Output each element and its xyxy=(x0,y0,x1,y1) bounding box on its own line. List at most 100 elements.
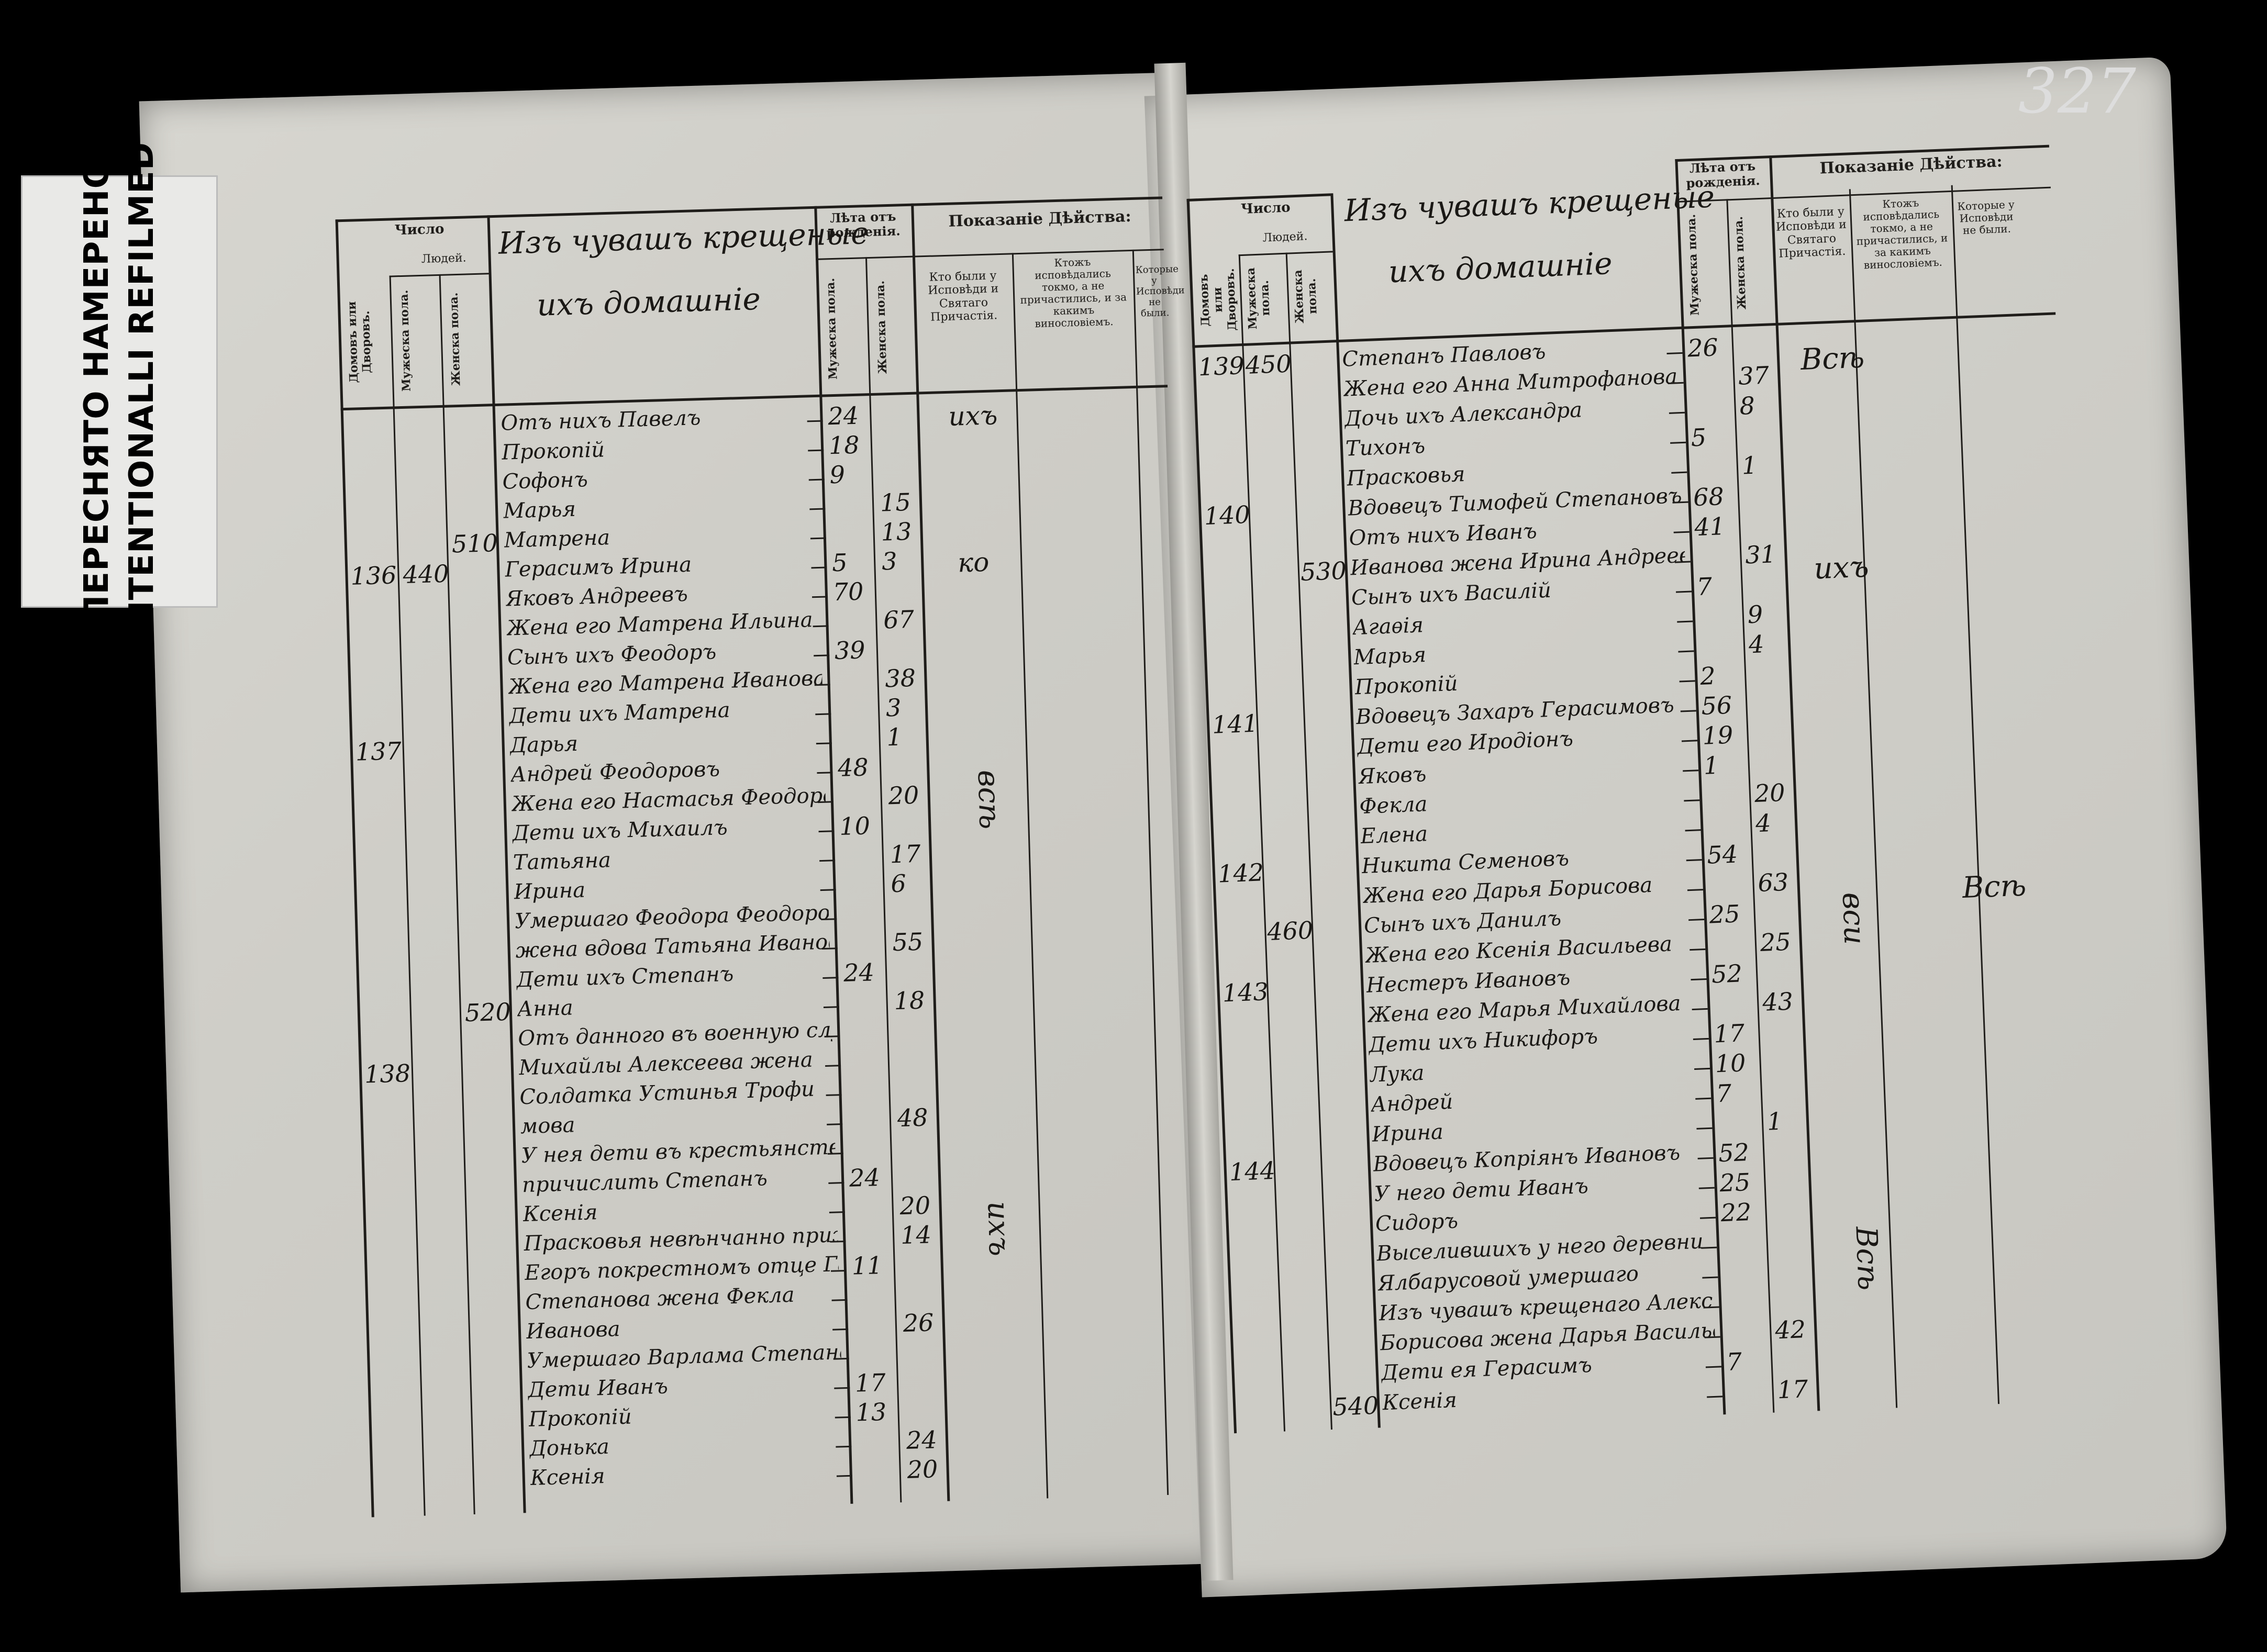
right-entry-name: Ксенія xyxy=(1382,1388,1458,1415)
right-entry-name: Агаѳія xyxy=(1352,613,1424,640)
left-female-count: 520 xyxy=(464,997,512,1028)
left-entry-name: Степанова жена Фекла xyxy=(525,1282,795,1315)
right-entry-name: Вдовецъ Тимофей Степановъ xyxy=(1347,484,1683,521)
left-entry-name: Жена его Матрена Иванова xyxy=(507,666,823,699)
left-entry-name: причислить Степанъ xyxy=(521,1166,768,1198)
right-register-table: Число Людей. Домовъ или Дворовъ. Мужеска… xyxy=(1186,144,2098,1444)
left-entry-name: Герасимъ Ирина xyxy=(504,552,692,582)
left-age-female: 15 xyxy=(880,487,912,517)
right-entry-name: Жена его Анна Митрофанова xyxy=(1342,364,1678,401)
right-age-male: 54 xyxy=(1706,840,1738,869)
left-entry-name: Прокопій xyxy=(501,438,605,465)
right-age-female: 43 xyxy=(1762,987,1794,1017)
left-entry-name: Умершаго Феодора Феодорова xyxy=(514,900,829,934)
left-entry-name: Дети ихъ Матрена xyxy=(508,698,731,729)
left-age-female: 6 xyxy=(890,869,907,898)
right-age-male: 7 xyxy=(1696,572,1713,601)
left-mark-3: всѣ xyxy=(971,769,1007,830)
left-house-number: 138 xyxy=(364,1059,411,1089)
right-entry-name: Жена его Дарья Борисова xyxy=(1362,873,1653,909)
left-entry-name: Михайлы Алексеева жена xyxy=(518,1047,814,1080)
right-header-muzh2: Мужеска пола. xyxy=(1684,213,1702,316)
right-entry-name: Жена его Марья Михайлова xyxy=(1366,991,1682,1028)
left-age-female: 13 xyxy=(880,517,912,546)
right-entry-name: Никита Семеновъ xyxy=(1361,846,1570,879)
left-entry-name: Ксенія xyxy=(523,1200,598,1227)
right-female-count: 530 xyxy=(1300,556,1347,587)
refilm-label: ПЕРЕСНЯТО НАМЕРЕНО INTENTIONALLI REFILME… xyxy=(21,142,218,641)
left-age-female: 24 xyxy=(906,1425,938,1455)
right-entry-name: Степанъ Павловъ xyxy=(1341,339,1547,372)
right-entry-dash xyxy=(1668,382,1684,384)
right-header-domov: Домовъ или Дворовъ. xyxy=(1197,267,1239,331)
right-entry-dash xyxy=(1686,859,1702,862)
right-house-number: 141 xyxy=(1212,709,1259,739)
left-entry-name: Прасковья невѣнчанно прижитое xyxy=(523,1223,838,1256)
right-entry-dash xyxy=(1705,1366,1721,1368)
right-age-male: 41 xyxy=(1694,511,1726,542)
right-house-number: 140 xyxy=(1203,500,1251,531)
right-entry-dash xyxy=(1702,1276,1718,1279)
right-entry-dash xyxy=(1670,441,1686,444)
right-entry-dash xyxy=(1692,1008,1708,1011)
left-mark-2: ко xyxy=(957,546,990,578)
right-entry-dash xyxy=(1707,1396,1723,1398)
right-entry-name: Выселившихъ у него деревни xyxy=(1376,1229,1704,1266)
right-entry-dash xyxy=(1695,1097,1712,1100)
right-entry-dash xyxy=(1704,1336,1720,1338)
left-house-number: 136 xyxy=(350,561,397,590)
right-entry-dash xyxy=(1703,1306,1719,1309)
right-entry-dash xyxy=(1684,799,1700,802)
left-age-male: 39 xyxy=(834,635,866,665)
refilm-label-line2: INTENTIONALLI REFILMED xyxy=(123,141,161,642)
right-entry-name: Сидоръ xyxy=(1375,1209,1459,1236)
left-age-female: 14 xyxy=(900,1220,932,1250)
left-age-female: 17 xyxy=(890,839,921,869)
right-entry-dash xyxy=(1693,1037,1709,1041)
right-age-female: 37 xyxy=(1738,361,1770,390)
right-entry-name: Жена его Ксенія Васильева xyxy=(1364,932,1673,968)
left-age-male: 10 xyxy=(839,811,871,841)
right-entry-name: Дети его Иродіонъ xyxy=(1357,727,1574,760)
left-entry-name: Дети Иванъ xyxy=(527,1374,669,1403)
right-entry-name: Нестеръ Ивановъ xyxy=(1365,965,1571,998)
left-mark-1: ихъ xyxy=(948,400,998,432)
right-entry-dash xyxy=(1696,1127,1713,1130)
right-mark-5: Всѣ xyxy=(1849,1225,1885,1291)
right-entry-dash xyxy=(1687,889,1703,891)
left-entry-name: мова xyxy=(520,1113,576,1139)
right-house-number: 144 xyxy=(1228,1156,1276,1187)
left-entry-name: Яковъ Андреевъ xyxy=(505,582,688,611)
page-number: 327 xyxy=(2018,55,2136,127)
right-age-male: 7 xyxy=(1726,1347,1742,1377)
right-entry-dash xyxy=(1677,620,1693,623)
left-header-chislo: Число xyxy=(394,221,444,239)
left-age-female: 3 xyxy=(881,546,898,576)
right-age-male: 5 xyxy=(1690,423,1707,452)
right-age-female: 1 xyxy=(1766,1107,1783,1136)
left-age-male: 48 xyxy=(837,753,869,783)
right-age-female: 42 xyxy=(1774,1315,1806,1345)
right-entry-dash xyxy=(1671,471,1687,474)
left-header-muzh2: Мужеска пола. xyxy=(824,277,840,380)
left-entry-name: Жена его Настасья Феодорова xyxy=(511,783,826,817)
right-age-male: 56 xyxy=(1701,690,1732,720)
left-age-male: 9 xyxy=(829,460,846,489)
left-header-zhen2: Женска пола. xyxy=(873,280,890,374)
left-age-male: 70 xyxy=(832,577,864,607)
right-header-col1: Кто были у Исповѣди и Святаго Причастія. xyxy=(1775,205,1847,261)
left-entry-name: Егоръ покрестномъ отце Гавриловъ xyxy=(524,1252,839,1286)
left-house-number: 137 xyxy=(355,736,402,766)
right-entry-dash xyxy=(1691,978,1707,981)
right-entry-name: Дети ихъ Никифоръ xyxy=(1368,1024,1598,1057)
right-entry-dash xyxy=(1688,919,1705,921)
right-female-count: 540 xyxy=(1332,1391,1380,1421)
right-entry-dash xyxy=(1697,1157,1714,1159)
right-entry-name: Ялбарусовой умершаго xyxy=(1377,1262,1639,1296)
right-entry-dash xyxy=(1685,829,1701,832)
right-entry-name: Фекла xyxy=(1359,792,1428,819)
right-entry-name: Ирина xyxy=(1371,1120,1444,1147)
left-header-lyudey: Людей. xyxy=(421,251,466,266)
right-age-male: 52 xyxy=(1718,1138,1750,1168)
right-age-male: 19 xyxy=(1702,720,1734,750)
